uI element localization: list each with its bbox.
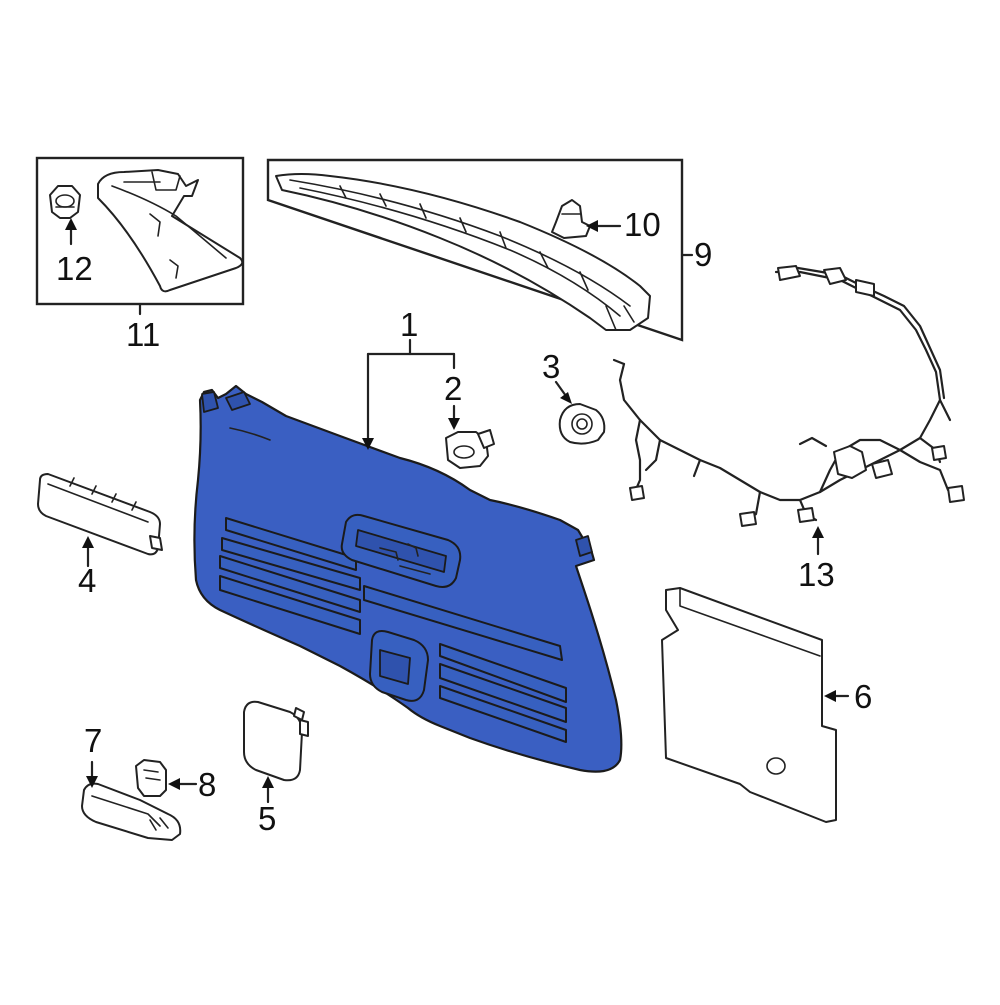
part-5-access-cover[interactable]	[243, 700, 309, 782]
leader-10	[586, 220, 622, 232]
callout-9: 9	[694, 236, 712, 273]
part-10-clip[interactable]	[551, 199, 591, 239]
leader-8	[168, 778, 198, 790]
leader-3	[554, 380, 572, 404]
leader-7	[86, 760, 98, 788]
callout-4: 4	[78, 562, 96, 599]
callout-12: 12	[56, 250, 93, 287]
part-8-switch[interactable]	[135, 759, 167, 797]
callout-8: 8	[198, 766, 216, 803]
part-3-grommet[interactable]	[558, 403, 606, 445]
callout-7: 7	[84, 722, 102, 759]
callout-3: 3	[542, 348, 560, 385]
part-4-lamp-cover[interactable]	[37, 473, 163, 556]
leader-13	[812, 526, 824, 556]
part-2-clip[interactable]	[445, 429, 495, 469]
callout-1: 1	[400, 306, 418, 343]
leader-5	[262, 776, 274, 804]
part-1-liftgate-trim-panel[interactable]	[193, 384, 623, 773]
part-13-wiring-harness[interactable]	[612, 265, 965, 527]
callout-6: 6	[854, 678, 872, 715]
callout-5: 5	[258, 800, 276, 837]
callout-10: 10	[624, 206, 661, 243]
callout-11: 11	[126, 316, 160, 353]
part-6-insulator-pad[interactable]	[661, 587, 837, 823]
part-12-clip[interactable]	[49, 185, 81, 219]
part-11-pillar-trim[interactable]	[97, 169, 244, 293]
callout-13: 13	[798, 556, 835, 593]
part-7-handle[interactable]	[81, 782, 182, 841]
leader-4	[82, 536, 94, 568]
leader-12	[65, 218, 77, 246]
leader-2	[448, 404, 460, 430]
part-9-upper-trim[interactable]	[275, 173, 651, 331]
inset-box-9	[266, 158, 684, 342]
leader-1	[362, 338, 456, 450]
callout-2: 2	[444, 370, 462, 407]
leader-6	[824, 690, 850, 702]
